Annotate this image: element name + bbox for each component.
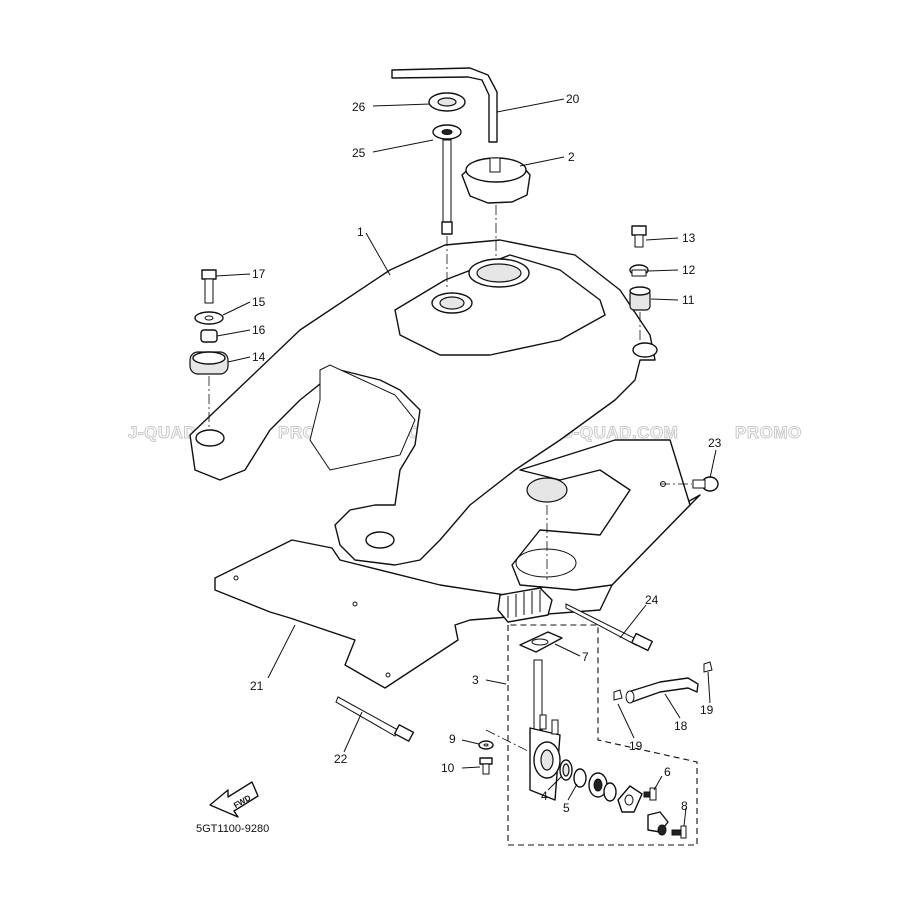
callout-17: 17 bbox=[252, 267, 266, 281]
part-3-fuel-cock-assembly bbox=[497, 587, 698, 846]
watermark-text-4: PROMO bbox=[735, 423, 802, 442]
part-5-oring bbox=[573, 768, 587, 788]
part-9-washer bbox=[478, 740, 494, 750]
part-15-washer bbox=[194, 311, 224, 325]
callout-7: 7 bbox=[582, 650, 589, 664]
part-4-filter bbox=[559, 759, 573, 781]
callout-14: 14 bbox=[252, 350, 266, 364]
callout-16: 16 bbox=[252, 323, 266, 337]
part-17-bolt bbox=[201, 269, 217, 304]
callout-20: 20 bbox=[566, 92, 580, 106]
callout-6: 6 bbox=[664, 765, 671, 779]
fuel-cock-lever bbox=[647, 811, 669, 836]
part-6-screw bbox=[643, 787, 657, 801]
callout-26: 26 bbox=[352, 100, 366, 114]
part-10-bolt bbox=[479, 757, 493, 775]
part-12-collar bbox=[629, 264, 649, 277]
callout-labels: 1 2 3 4 5 6 7 8 9 10 11 12 13 14 15 16 1… bbox=[250, 92, 722, 815]
diagram-reference-code: 5GT1100-9280 bbox=[196, 823, 269, 835]
part-18-fuel-hose bbox=[625, 677, 699, 704]
part-22-cable-tie bbox=[335, 696, 415, 742]
part-14-damper bbox=[189, 351, 229, 375]
callout-18: 18 bbox=[674, 719, 688, 733]
callout-21: 21 bbox=[250, 679, 264, 693]
callout-10: 10 bbox=[441, 761, 455, 775]
callout-9: 9 bbox=[449, 732, 456, 746]
callout-13: 13 bbox=[682, 231, 696, 245]
callout-1: 1 bbox=[357, 225, 364, 239]
callout-5: 5 bbox=[563, 801, 570, 815]
callout-8: 8 bbox=[681, 799, 688, 813]
tank-bracket bbox=[511, 439, 691, 591]
fuel-cock-plate bbox=[617, 785, 643, 813]
callout-2: 2 bbox=[568, 150, 575, 164]
part-8-screw bbox=[671, 825, 687, 839]
callout-3: 3 bbox=[472, 673, 479, 687]
callout-19b: 19 bbox=[700, 703, 714, 717]
part-19-clip-a bbox=[613, 689, 623, 701]
center-lines bbox=[208, 205, 692, 753]
fuel-cock-ring bbox=[603, 782, 617, 802]
part-24-cable-tie bbox=[565, 603, 653, 652]
callout-25: 25 bbox=[352, 146, 366, 160]
callout-22: 22 bbox=[334, 752, 348, 766]
callout-24: 24 bbox=[645, 593, 659, 607]
part-2-filler-cap bbox=[461, 157, 531, 204]
leader-lines bbox=[215, 98, 717, 827]
callout-23: 23 bbox=[708, 436, 722, 450]
part-25-fuel-gauge bbox=[432, 124, 462, 235]
part-16-collar bbox=[200, 329, 218, 343]
forward-arrow-icon: FWD bbox=[209, 781, 259, 818]
part-20-breather-hose bbox=[391, 67, 498, 143]
part-26-grommet bbox=[428, 92, 466, 112]
part-7-gasket bbox=[519, 631, 563, 653]
callout-19a: 19 bbox=[629, 739, 643, 753]
callout-15: 15 bbox=[252, 295, 266, 309]
part-13-bolt bbox=[631, 225, 647, 248]
part-11-damper bbox=[629, 286, 651, 311]
part-19-clip-b bbox=[703, 661, 713, 673]
callout-4: 4 bbox=[541, 789, 548, 803]
part-1-fuel-tank bbox=[189, 239, 658, 566]
callout-12: 12 bbox=[682, 263, 696, 277]
part-21-plate bbox=[214, 494, 701, 689]
callout-11: 11 bbox=[682, 293, 695, 307]
